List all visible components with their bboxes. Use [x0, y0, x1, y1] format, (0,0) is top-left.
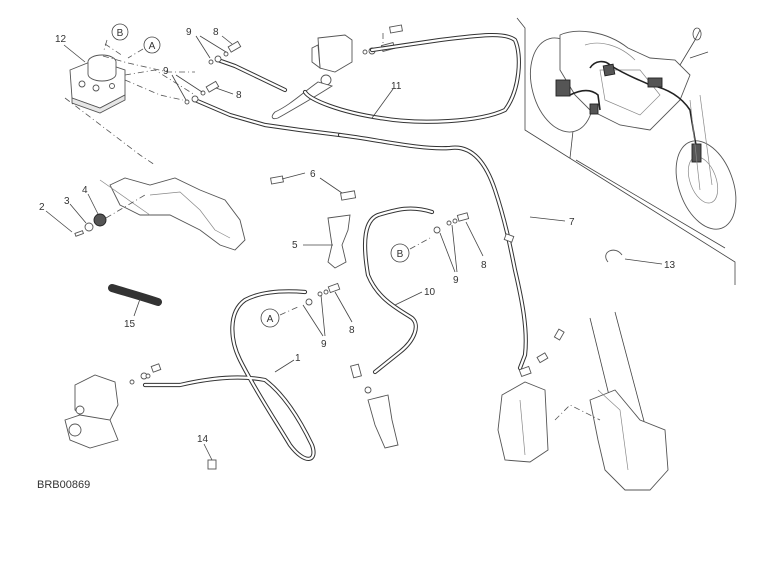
abs-control-unit: [69, 54, 126, 114]
reference-A-lower: A: [260, 305, 301, 328]
callout-9-lower-a: 9: [321, 339, 327, 350]
abs-leader-A: [102, 55, 195, 73]
motorcycle-inset: [516, 17, 737, 285]
callout-12: 12: [55, 34, 67, 45]
abs-unit-highlight: [602, 63, 616, 77]
callout-4: 4: [82, 185, 88, 196]
callout-8-lower-b: 8: [481, 260, 487, 271]
rear-caliper: [64, 363, 162, 449]
reference-A-lower-label: A: [267, 314, 274, 325]
callouts: 12 9 8 9 8 11 7 13 6 5 2 3: [39, 27, 676, 461]
callout-9-top: 9: [186, 27, 192, 38]
master-cylinder-highlight: [647, 77, 663, 88]
clip-6b: [340, 190, 357, 201]
rear-master-cylinder: [350, 363, 399, 449]
reference-A-label: A: [149, 41, 156, 52]
clip-6a: [270, 175, 284, 185]
callout-15: 15: [124, 319, 136, 330]
sleeve-15: [108, 284, 162, 306]
callout-8-mid: 8: [236, 90, 242, 101]
reference-A-top: A: [127, 36, 161, 59]
callout-1: 1: [295, 353, 301, 364]
frame-bracket: [74, 177, 246, 251]
wiring-harness: [589, 60, 699, 156]
reference-B-label: B: [117, 28, 124, 39]
callout-3: 3: [64, 196, 70, 207]
front-wheel: [675, 140, 737, 230]
callout-11: 11: [391, 81, 402, 92]
bracket-5: [327, 214, 351, 269]
screw-2: [74, 230, 85, 237]
inset-frame-lower: [575, 159, 726, 249]
brake-lever: [271, 81, 334, 120]
inset-frame-line: [516, 17, 736, 285]
hose-clamp-13: [605, 249, 623, 263]
callout-8-top: 8: [213, 27, 219, 38]
hose-1: [142, 289, 316, 461]
diagram-code: BRB00869: [37, 479, 90, 491]
rear-master-highlight: [589, 103, 599, 115]
front-caliper: [497, 328, 565, 463]
callout-9-mid: 9: [163, 66, 169, 77]
front-fork: [554, 311, 669, 491]
grommet-4: [93, 213, 107, 227]
callout-14: 14: [197, 434, 209, 445]
reference-B-lower: B: [390, 237, 431, 263]
hose-7: [337, 132, 528, 371]
front-caliper-highlight: [691, 143, 702, 163]
hose-10: [362, 206, 435, 375]
washer-3: [84, 222, 94, 232]
callout-8-lower-a: 8: [349, 325, 355, 336]
callout-2: 2: [39, 202, 45, 213]
callout-10: 10: [424, 287, 436, 298]
callout-5: 5: [292, 240, 298, 251]
callout-6: 6: [310, 169, 316, 180]
callout-13: 13: [664, 260, 676, 271]
clip-14: [207, 459, 217, 470]
reference-B-lower-label: B: [397, 249, 404, 260]
callout-9-lower-b: 9: [453, 275, 459, 286]
reference-B-top: B: [103, 23, 129, 51]
front-master-cylinder: [271, 24, 403, 120]
abs-upper-fittings: [184, 40, 343, 138]
rear-caliper-highlight: [555, 79, 571, 97]
callout-7: 7: [569, 217, 575, 228]
